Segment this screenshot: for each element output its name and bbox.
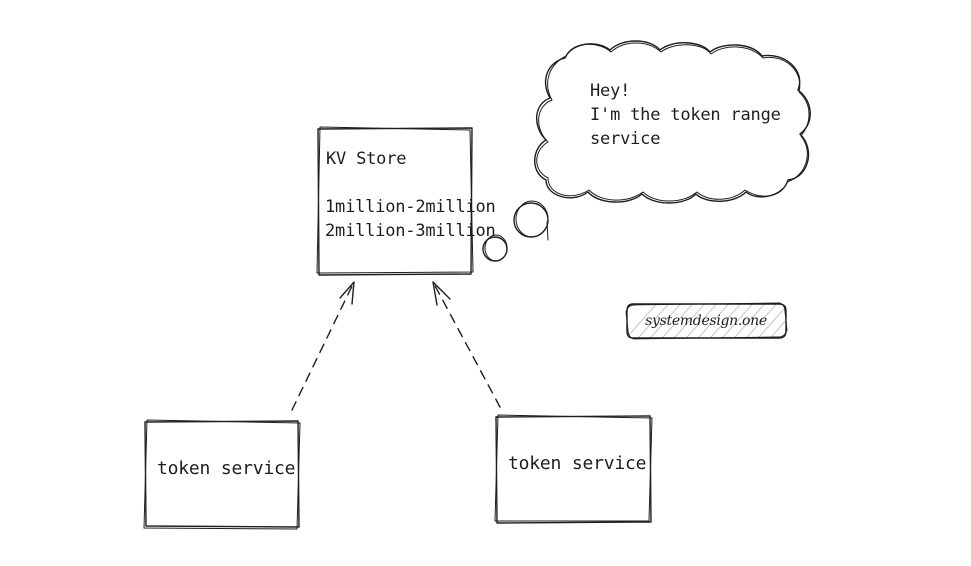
thought-bubble-small bbox=[482, 234, 508, 262]
arrow-right-to-kv bbox=[432, 281, 501, 408]
watermark-text: systemdesign.one bbox=[645, 313, 767, 329]
kv-store-range: 1million-2million bbox=[325, 197, 496, 217]
token-service-label-right: token service bbox=[508, 453, 647, 474]
kv-store-title: KV Store bbox=[326, 149, 407, 169]
thought-cloud-line: Hey! bbox=[590, 81, 631, 101]
arrow-left-to-kv bbox=[291, 281, 355, 411]
thought-cloud-line: I'm the token range bbox=[590, 105, 781, 125]
kv-store-range: 2million-3million bbox=[325, 221, 496, 241]
watermark-box bbox=[625, 302, 788, 340]
thought-bubble-large bbox=[513, 200, 549, 241]
thought-cloud bbox=[534, 40, 811, 204]
token-service-box-right bbox=[494, 414, 653, 524]
kv-store-box bbox=[316, 126, 474, 276]
thought-cloud-line: service bbox=[590, 129, 661, 149]
token-service-box-left bbox=[143, 419, 301, 530]
token-service-label-left: token service bbox=[157, 458, 296, 479]
